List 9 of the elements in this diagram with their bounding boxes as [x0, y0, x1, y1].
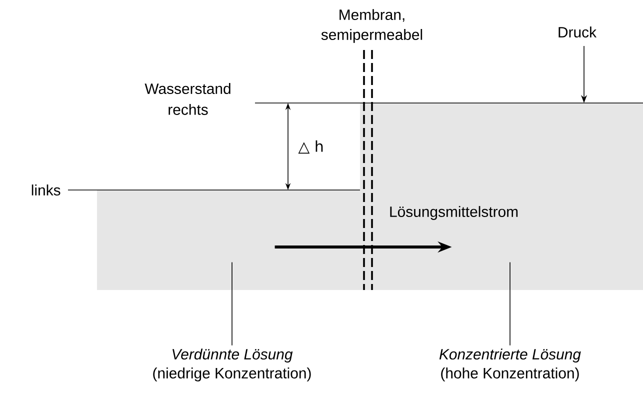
water-level-label: links: [32, 184, 60, 196]
solution-label: Verdünnte Lösung (niedrige Konzentration): [153, 348, 311, 382]
solution-region: [97, 190, 360, 290]
edge-label: Lösungsmittelstrom: [388, 205, 520, 221]
height-difference-label: △ h: [298, 140, 323, 154]
pressure-label: Druck: [558, 26, 597, 38]
solution-label: Konzentrierte Lösung (hohe Konzentration): [439, 348, 581, 382]
water-level-label: Wasserstand rechts: [144, 83, 230, 115]
membrane-label: Membran, semipermeabel: [321, 9, 422, 43]
